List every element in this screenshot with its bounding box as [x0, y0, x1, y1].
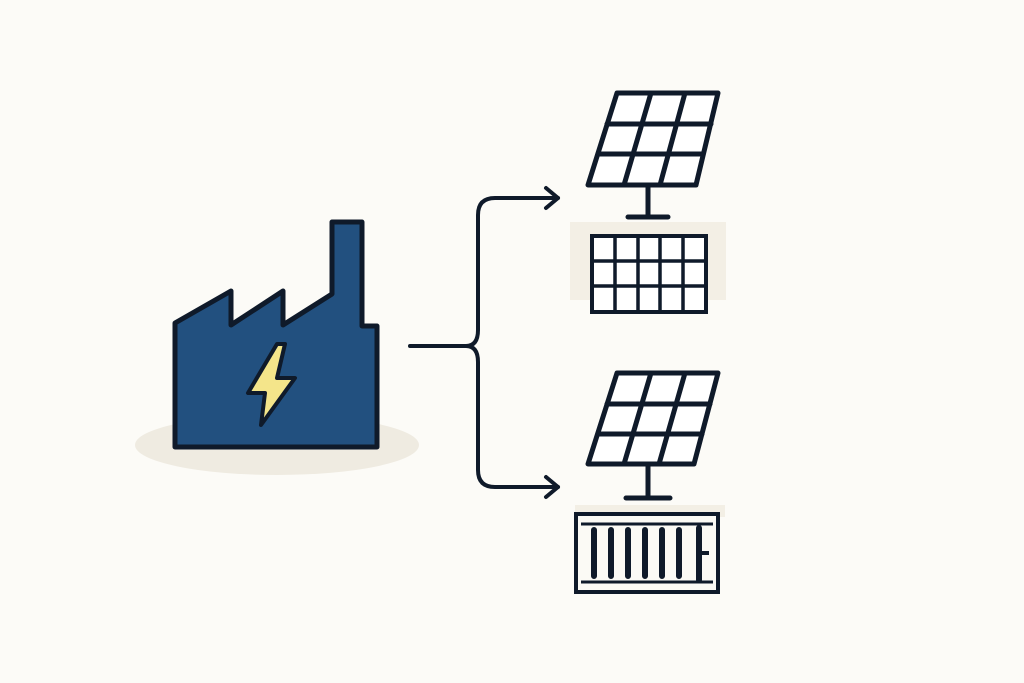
branch-arrow-icon: [408, 186, 560, 499]
bracket-line: [464, 196, 560, 489]
panel-grid-icon: [570, 222, 726, 314]
factory-building: [172, 219, 380, 450]
battery-container-icon: [574, 505, 725, 594]
arrowhead-top: [544, 186, 560, 210]
solar-panel-icon: [585, 370, 721, 501]
arrowhead-bottom: [544, 475, 560, 499]
lightning-bolt-icon: [246, 342, 297, 427]
solar-panel-icon: [585, 90, 721, 220]
factory-icon: [135, 219, 419, 475]
